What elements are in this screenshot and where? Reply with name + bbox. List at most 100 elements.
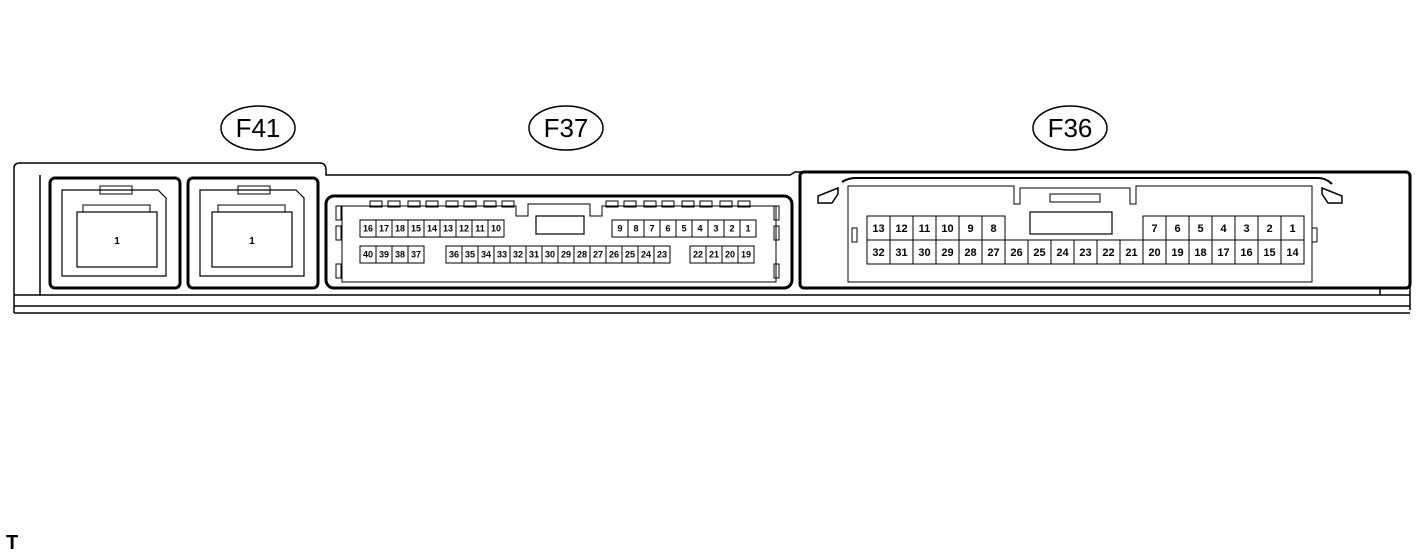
f37-pin-label: 39 — [379, 250, 389, 260]
f37-pin: 1 — [739, 219, 757, 238]
f36-pin-label: 27 — [987, 247, 999, 259]
side-guide — [773, 263, 780, 279]
f37-pin-label: 19 — [741, 250, 751, 260]
f36-pin-label: 15 — [1263, 247, 1275, 259]
f37-pin-label: 1 — [745, 224, 750, 234]
latch-tab — [387, 200, 401, 208]
f36-pin-label: 20 — [1148, 247, 1160, 259]
f37-pin: 24 — [637, 245, 655, 264]
f36-pin-label: 14 — [1286, 247, 1299, 259]
f37-pin-label: 33 — [497, 250, 507, 260]
f37-pin-label: 15 — [411, 224, 421, 234]
f37-pin-label: 31 — [529, 250, 539, 260]
f37-pin: 38 — [391, 245, 409, 264]
f36-pin-label: 5 — [1197, 223, 1203, 235]
f37-pin-label: 20 — [725, 250, 735, 260]
f37-pin-label: 6 — [665, 224, 670, 234]
f37-pin-label: 3 — [713, 224, 718, 234]
f37-pin-label: 22 — [693, 250, 703, 260]
f36-pin-label: 21 — [1125, 247, 1137, 259]
side-guide — [773, 205, 780, 221]
latch-tab — [623, 200, 637, 208]
f37-pin-label: 17 — [379, 224, 389, 234]
corner-mark: T — [6, 532, 19, 554]
f37-pin-label: 11 — [475, 224, 485, 234]
f36-pin-label: 24 — [1056, 247, 1069, 259]
f41-left-pin: 1 — [114, 236, 120, 247]
side-guide — [335, 263, 342, 279]
f36-pin-label: 8 — [990, 223, 996, 235]
f37-label-bubble: F37 — [528, 105, 604, 151]
f36-pin: 14 — [1280, 239, 1305, 265]
f36-pin-label: 28 — [964, 247, 976, 259]
f37-pin: 4 — [691, 219, 709, 238]
f37-pin: 32 — [509, 245, 527, 264]
f37-pin: 5 — [675, 219, 693, 238]
side-guide — [773, 225, 780, 241]
f37-pin-label: 8 — [633, 224, 638, 234]
f37-pin: 9 — [611, 219, 629, 238]
f36-pin-label: 4 — [1220, 223, 1227, 235]
f37-pin: 34 — [477, 245, 495, 264]
f36-pin-label: 16 — [1240, 247, 1252, 259]
f37-pin-label: 18 — [395, 224, 405, 234]
f36-pin-label: 1 — [1289, 223, 1295, 235]
f37-pin: 35 — [461, 245, 479, 264]
f37-pin-label: 9 — [617, 224, 622, 234]
f37-pin: 17 — [375, 219, 393, 238]
f37-pin: 8 — [627, 219, 645, 238]
latch-tab — [719, 200, 733, 208]
f37-label: F37 — [544, 113, 589, 143]
f37-pin: 25 — [621, 245, 639, 264]
f37-pin-label: 27 — [593, 250, 603, 260]
f37-pin: 33 — [493, 245, 511, 264]
f37-pin-label: 36 — [449, 250, 459, 260]
f37-pin-label: 16 — [363, 224, 373, 234]
f36-pin-label: 12 — [895, 223, 907, 235]
f41-connector: 1 1 — [48, 176, 320, 290]
side-guide — [335, 205, 342, 221]
f36-pin-label: 11 — [919, 223, 931, 235]
f36-pin-label: 23 — [1079, 247, 1091, 259]
f37-pin: 14 — [423, 219, 441, 238]
f37-pin-label: 23 — [657, 250, 667, 260]
f36-label-bubble: F36 — [1032, 105, 1108, 151]
f41-label: F41 — [236, 113, 281, 143]
f37-pin-label: 21 — [709, 250, 719, 260]
f41-label-bubble: F41 — [220, 105, 296, 151]
f37-pin: 39 — [375, 245, 393, 264]
f37-pin-label: 38 — [395, 250, 405, 260]
f36-pin-label: 7 — [1151, 223, 1157, 235]
f37-pin-label: 37 — [411, 250, 421, 260]
f37-pin-label: 32 — [513, 250, 523, 260]
f37-pin: 3 — [707, 219, 725, 238]
latch-tab — [681, 200, 695, 208]
latch-tab — [425, 200, 439, 208]
f37-pin-label: 30 — [545, 250, 555, 260]
f37-pin: 18 — [391, 219, 409, 238]
f36-pin-label: 3 — [1243, 223, 1249, 235]
f37-pin: 26 — [605, 245, 623, 264]
f37-pin: 28 — [573, 245, 591, 264]
f37-pin: 2 — [723, 219, 741, 238]
f37-pin-label: 24 — [641, 250, 651, 260]
latch-tab — [445, 200, 459, 208]
f36-pin-label: 13 — [872, 223, 884, 235]
f37-pin: 29 — [557, 245, 575, 264]
f37-pin: 11 — [471, 219, 489, 238]
f37-pin-label: 25 — [625, 250, 635, 260]
f37-pin-label: 4 — [697, 224, 702, 234]
side-guide — [335, 225, 342, 241]
f37-pin: 27 — [589, 245, 607, 264]
f37-pin: 12 — [455, 219, 473, 238]
f37-pin: 22 — [689, 245, 707, 264]
f37-pin-label: 12 — [459, 224, 469, 234]
f37-pin-label: 29 — [561, 250, 571, 260]
latch-tab — [737, 200, 751, 208]
f37-pin: 10 — [487, 219, 505, 238]
f37-pin-label: 13 — [443, 224, 453, 234]
f37-pin: 13 — [439, 219, 457, 238]
f36-pin-label: 32 — [872, 247, 884, 259]
